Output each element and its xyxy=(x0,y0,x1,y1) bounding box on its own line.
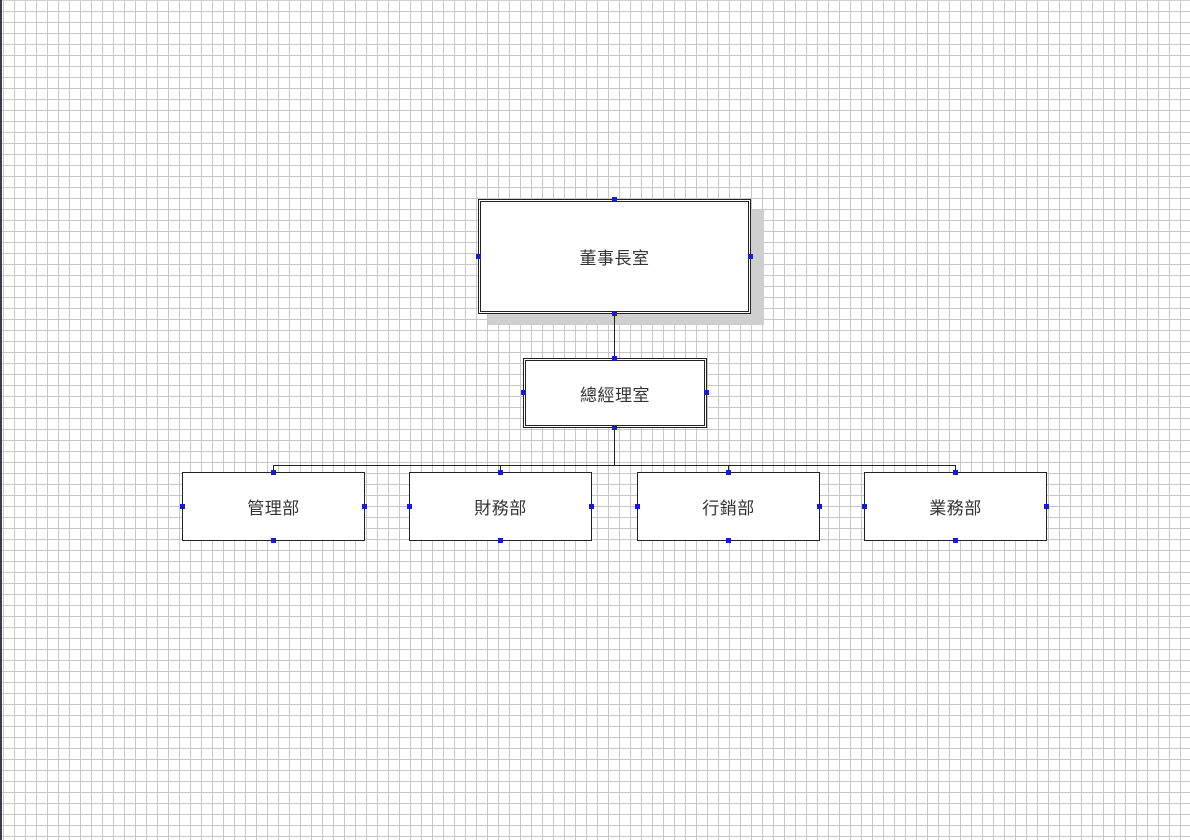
connector-to-dept-3 xyxy=(728,465,729,472)
dept4-handle-right[interactable] xyxy=(1044,504,1049,509)
root-node-label: 董事長室 xyxy=(579,249,650,269)
manager-node-label: 總經理室 xyxy=(580,385,650,406)
connector-horizontal-bus xyxy=(273,465,956,466)
connector-manager-down xyxy=(614,427,615,466)
root-handle-top[interactable] xyxy=(612,197,617,202)
dept3-handle-top[interactable] xyxy=(726,470,731,475)
department-node-2[interactable]: 財務部 xyxy=(409,472,592,541)
manager-handle-bottom[interactable] xyxy=(612,425,617,430)
dept4-handle-top[interactable] xyxy=(953,470,958,475)
dept2-handle-right[interactable] xyxy=(589,504,594,509)
dept2-handle-top[interactable] xyxy=(498,470,503,475)
manager-handle-left[interactable] xyxy=(521,390,526,395)
connector-root-to-manager xyxy=(614,313,615,359)
dept3-handle-bottom[interactable] xyxy=(726,538,731,543)
connector-to-dept-4 xyxy=(955,465,956,472)
department-node-1[interactable]: 管理部 xyxy=(182,472,365,541)
department-node-3[interactable]: 行銷部 xyxy=(637,472,820,541)
manager-node[interactable]: 總經理室 xyxy=(523,358,707,428)
root-handle-left[interactable] xyxy=(476,254,481,259)
manager-handle-right[interactable] xyxy=(704,390,709,395)
dept4-handle-left[interactable] xyxy=(862,504,867,509)
dept1-handle-top[interactable] xyxy=(271,470,276,475)
manager-handle-top[interactable] xyxy=(612,356,617,361)
canvas-top-edge xyxy=(0,0,1190,1)
department-node-4-label: 業務部 xyxy=(929,499,982,519)
dept1-handle-left[interactable] xyxy=(180,504,185,509)
connector-to-dept-1 xyxy=(273,465,274,472)
dept2-handle-left[interactable] xyxy=(407,504,412,509)
dept1-handle-bottom[interactable] xyxy=(271,538,276,543)
root-node[interactable]: 董事長室 xyxy=(478,199,751,314)
dept3-handle-right[interactable] xyxy=(817,504,822,509)
dept1-handle-right[interactable] xyxy=(362,504,367,509)
root-handle-bottom[interactable] xyxy=(612,311,617,316)
dept4-handle-bottom[interactable] xyxy=(953,538,958,543)
canvas-left-edge xyxy=(0,0,2,840)
dept3-handle-left[interactable] xyxy=(635,504,640,509)
connector-to-dept-2 xyxy=(500,465,501,472)
department-node-1-label: 管理部 xyxy=(247,499,300,519)
department-node-3-label: 行銷部 xyxy=(702,499,755,519)
dept2-handle-bottom[interactable] xyxy=(498,538,503,543)
department-node-4[interactable]: 業務部 xyxy=(864,472,1047,541)
root-handle-right[interactable] xyxy=(748,254,753,259)
department-node-2-label: 財務部 xyxy=(474,499,527,519)
